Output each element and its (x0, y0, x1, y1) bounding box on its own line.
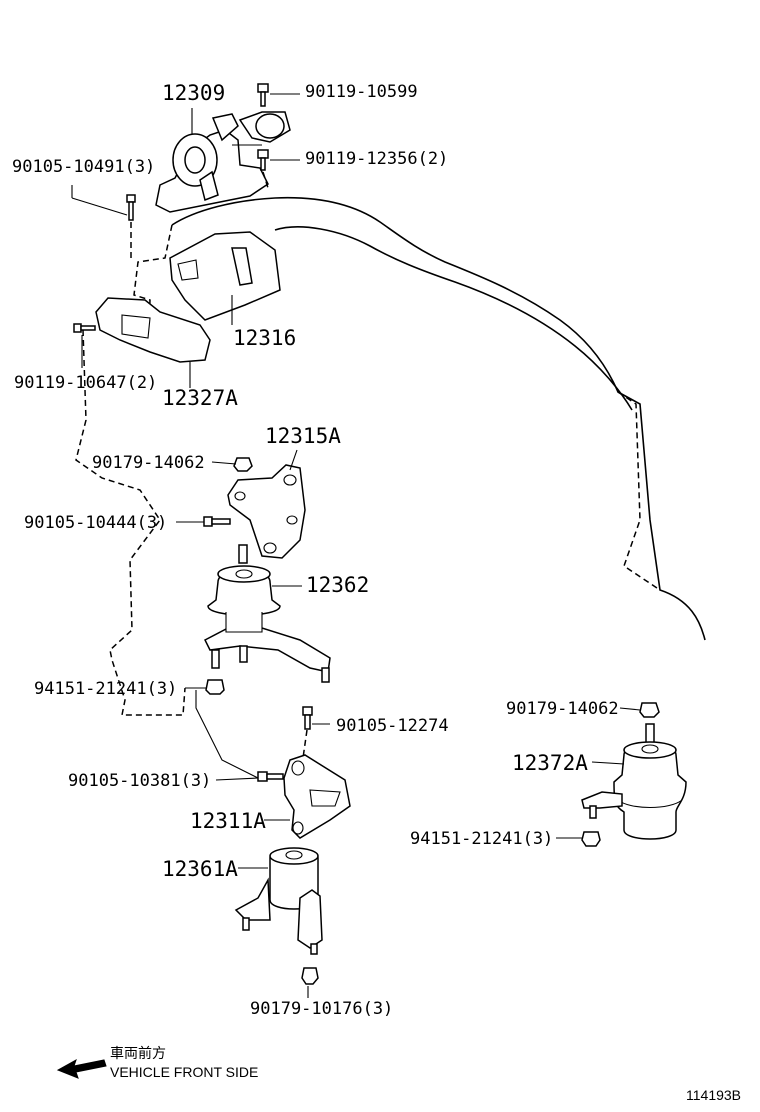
label-90179-14062-right: 90179-14062 (506, 699, 619, 719)
bolt-90105-12274 (302, 706, 313, 759)
bolt-90119-12356 (257, 149, 269, 189)
label-90119-10599: 90119-10599 (305, 82, 418, 102)
label-12362: 12362 (306, 573, 369, 597)
bracket-12315A (227, 464, 306, 559)
nut-90179-14062-upper (233, 457, 253, 472)
engine-outline (75, 196, 706, 716)
bracket-12316 (169, 231, 281, 325)
left-arrow-icon (56, 1058, 107, 1079)
bolt-90119-10599 (257, 83, 269, 107)
label-12361A: 12361A (162, 857, 238, 881)
bracket-12311A (283, 754, 351, 839)
label-90119-10647: 90119-10647(2) (14, 373, 157, 393)
vehicle-front-legend: 車両前方 VEHICLE FRONT SIDE (56, 1045, 258, 1080)
legend-en: VEHICLE FRONT SIDE (110, 1064, 258, 1080)
label-12372A: 12372A (512, 751, 588, 775)
figure-id: 114193B (686, 1087, 741, 1103)
label-90179-14062-upper: 90179-14062 (92, 453, 205, 473)
bolt-90105-10381 (257, 771, 284, 782)
mount-12362 (203, 544, 331, 683)
legend-jp: 車両前方 (110, 1045, 166, 1061)
label-94151-21241-right: 94151-21241(3) (410, 829, 553, 849)
bolt-90105-10444 (203, 516, 231, 527)
nut-90179-10176 (301, 967, 319, 985)
label-12311A: 12311A (190, 809, 266, 833)
nut-94151-21241-right (581, 831, 601, 847)
bolt-90119-10647 (73, 323, 96, 333)
label-90179-10176: 90179-10176(3) (250, 999, 393, 1019)
label-90105-12274: 90105-12274 (336, 716, 449, 736)
bracket-12327A (95, 297, 211, 388)
bolt-90105-10491 (126, 194, 136, 258)
label-12309: 12309 (162, 81, 225, 105)
label-90119-12356: 90119-12356(2) (305, 149, 448, 169)
label-90105-10444: 90105-10444(3) (24, 513, 167, 533)
label-12315A: 12315A (265, 424, 341, 448)
nut-90179-14062-right (639, 702, 660, 718)
leader-lines (71, 93, 641, 998)
label-12327A: 12327A (162, 386, 238, 410)
label-94151-21241-left: 94151-21241(3) (34, 679, 177, 699)
label-90105-10491: 90105-10491(3) (12, 157, 155, 177)
mount-12372A (581, 723, 687, 840)
part-labels: 12309 90119-10599 90119-12356(2) 90105-1… (12, 81, 619, 1019)
mount-12361A (234, 847, 323, 955)
mount-12309 (155, 111, 291, 213)
label-90105-10381: 90105-10381(3) (68, 771, 211, 791)
nut-94151-21241-left (205, 679, 225, 695)
label-12316: 12316 (233, 326, 296, 350)
